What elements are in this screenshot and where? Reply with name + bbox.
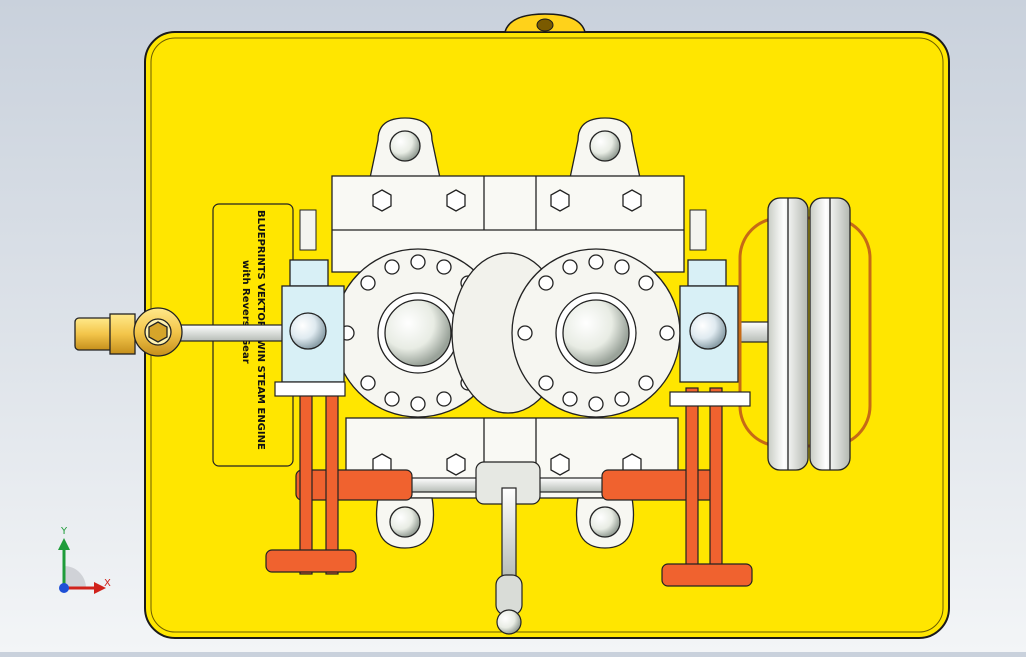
flywheel[interactable]: [738, 197, 872, 471]
label-line2: with Reverse Gear: [240, 260, 251, 364]
z-axis-dot: [59, 583, 69, 593]
bolt-head: [389, 130, 421, 162]
reverse-gear-rod[interactable]: [329, 461, 691, 635]
valve-block-left[interactable]: [281, 259, 345, 383]
valve-linkage-right[interactable]: [601, 387, 753, 587]
orientation-triad: Y X: [58, 526, 111, 594]
crankshaft[interactable]: [177, 321, 771, 343]
triad-y-label: Y: [60, 526, 68, 537]
lubricator-fittings: [299, 209, 707, 251]
cylinder-right[interactable]: [451, 248, 681, 418]
valve-linkage-left[interactable]: [265, 381, 413, 575]
bolt-head: [589, 130, 621, 162]
valve-block-right[interactable]: [679, 259, 739, 383]
triad-x-label: X: [104, 578, 111, 589]
lever-knob: [496, 609, 522, 635]
steam-inlet-fitting[interactable]: [74, 307, 183, 357]
